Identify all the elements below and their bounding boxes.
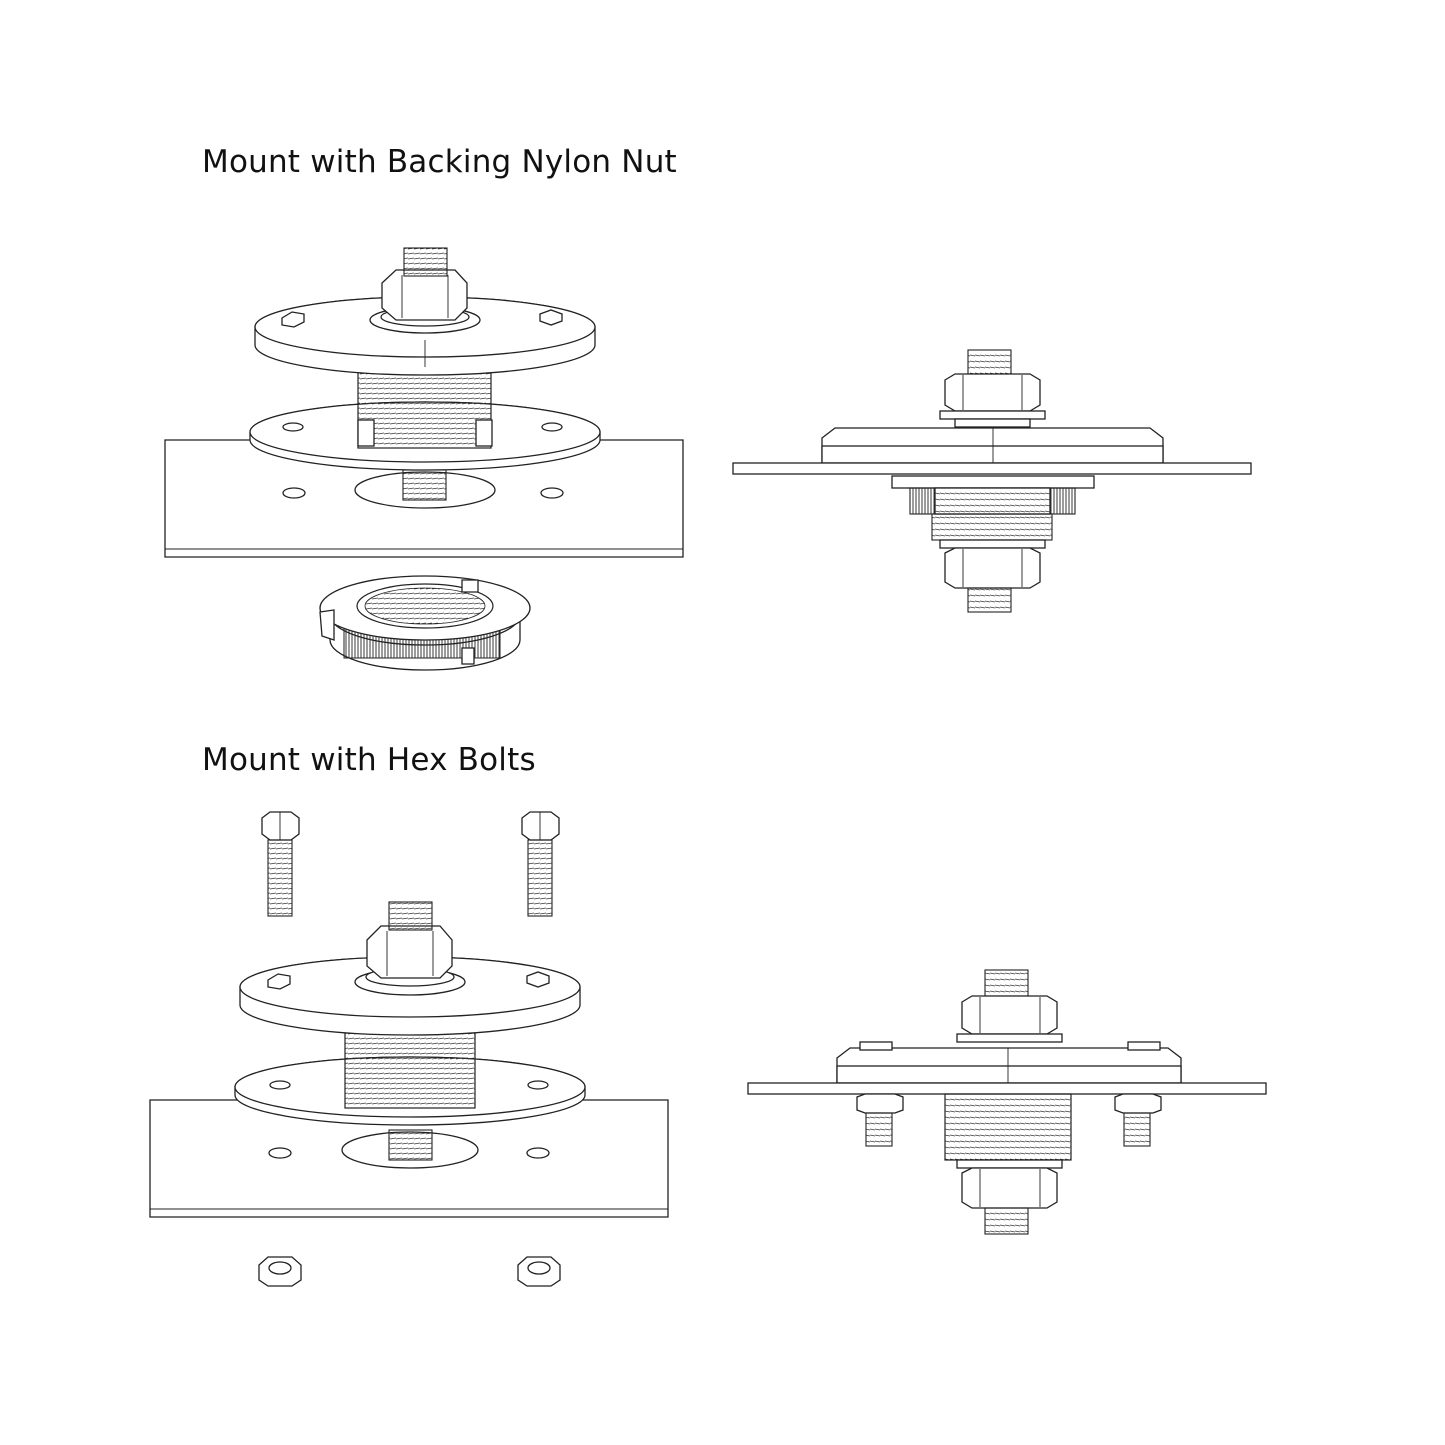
mount-hex-bolts-exploded-view xyxy=(149,811,669,1287)
backing-nylon-nut xyxy=(319,575,531,671)
hex-bolt-left xyxy=(261,811,300,917)
threaded-body xyxy=(357,361,492,449)
mount-backing-nut-exploded-view xyxy=(164,247,684,671)
hex-bolt-right xyxy=(521,811,560,917)
panel-hole-left xyxy=(282,487,306,499)
mount-hex-bolts-side-view xyxy=(747,969,1267,1235)
panel-side xyxy=(732,462,1252,475)
section-title-hex-bolts: Mount with Hex Bolts xyxy=(202,742,536,778)
panel-hole-right xyxy=(540,487,564,499)
hex-nut-right xyxy=(517,1256,561,1287)
hex-nut-left xyxy=(258,1256,302,1287)
stud-top-thread xyxy=(403,247,448,277)
bottom-hex-nut-side xyxy=(944,547,1041,589)
section-title-backing-nut: Mount with Backing Nylon Nut xyxy=(202,144,677,180)
stud-bottom-thread xyxy=(402,469,447,501)
mount-backing-nut-side-view xyxy=(732,349,1252,613)
top-hex-nut xyxy=(381,269,468,321)
top-hex-nut-side xyxy=(944,373,1041,412)
